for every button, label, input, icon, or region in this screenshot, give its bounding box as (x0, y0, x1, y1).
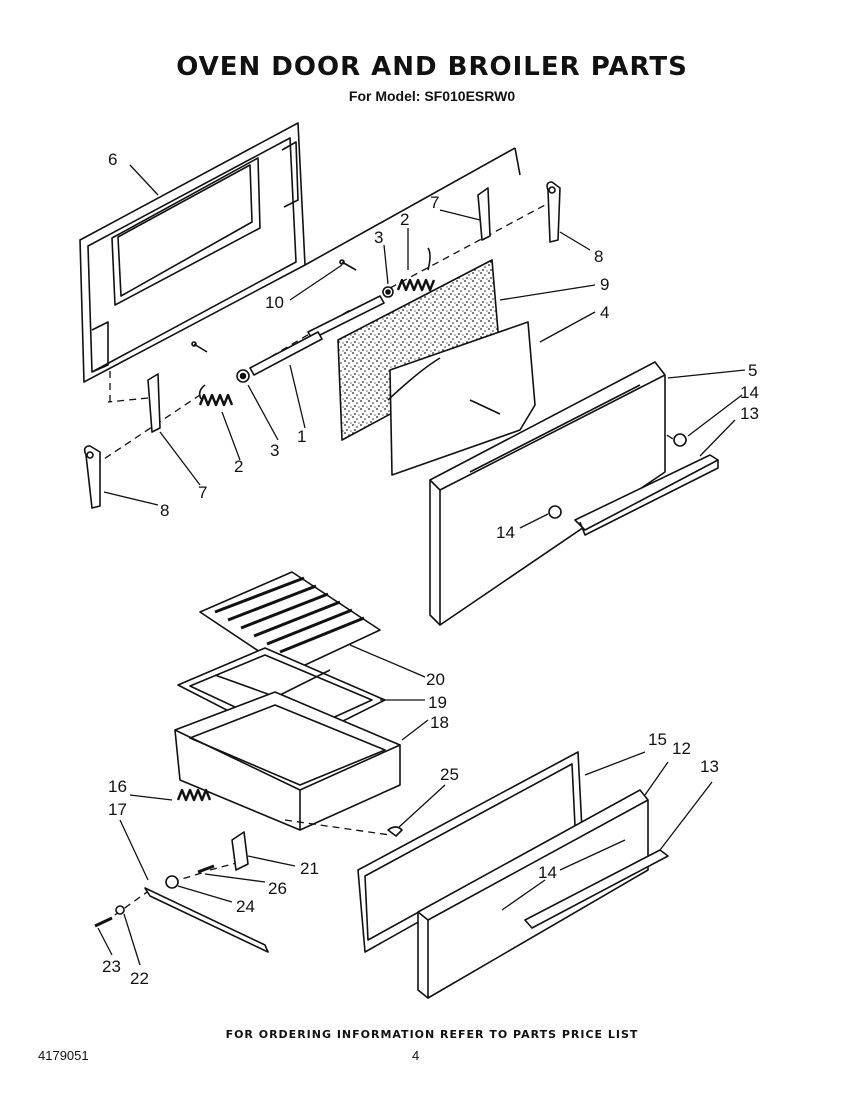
inner-door-frame-part (79, 122, 521, 383)
callout-20: 20 (426, 670, 445, 689)
callout-7: 7 (198, 483, 207, 502)
callout-6: 6 (108, 150, 117, 169)
hinge-rod-part (249, 295, 385, 376)
callout-10: 10 (265, 293, 284, 312)
callout-17: 17 (108, 800, 127, 819)
callout-18: 18 (430, 713, 449, 732)
callout-25: 25 (440, 765, 459, 784)
callout-26: 26 (268, 879, 287, 898)
callout-leaders (97, 164, 746, 966)
bushing-part (236, 286, 394, 383)
callout-7: 7 (430, 193, 439, 212)
hinge-spring-part (198, 247, 436, 407)
callout-labels: 6 7 2 3 8 10 9 4 5 14 13 1 3 2 7 8 14 20… (102, 150, 759, 988)
callout-14: 14 (538, 863, 557, 882)
hinge-pin-part (191, 259, 357, 353)
callout-2: 2 (400, 210, 409, 229)
outer-door-panel-part (429, 361, 666, 626)
door-handle-part (574, 454, 719, 536)
callout-12: 12 (672, 739, 691, 758)
page-title: OVEN DOOR AND BROILER PARTS (176, 52, 688, 82)
hinge-bracket-part (147, 187, 491, 433)
callout-19: 19 (428, 693, 447, 712)
drawer-rail-part (144, 887, 269, 953)
callout-14: 14 (740, 383, 759, 402)
callout-8: 8 (160, 501, 169, 520)
callout-1: 1 (297, 427, 306, 446)
callout-4: 4 (600, 303, 609, 322)
broiler-pan-part (174, 691, 401, 831)
callout-24: 24 (236, 897, 255, 916)
callout-5: 5 (748, 361, 757, 380)
callout-13: 13 (740, 404, 759, 423)
drawer-clip-part (387, 826, 403, 837)
hinge-receiver-part (83, 181, 561, 509)
callout-16: 16 (108, 777, 127, 796)
callout-13: 13 (700, 757, 719, 776)
drawer-bracket-part (231, 831, 249, 871)
model-subtitle: For Model: SF010ESRW0 (348, 88, 516, 104)
document-number: 4179051 (38, 1048, 89, 1063)
drawer-spring-part (176, 788, 212, 802)
broiler-grid-part (199, 571, 381, 673)
page-number: 4 (412, 1048, 420, 1063)
callout-3: 3 (270, 441, 279, 460)
callout-9: 9 (600, 275, 609, 294)
callout-3: 3 (374, 228, 383, 247)
callout-22: 22 (130, 969, 149, 988)
callout-21: 21 (300, 859, 319, 878)
screw-hardware-part (94, 864, 215, 928)
callout-15: 15 (648, 730, 667, 749)
callout-2: 2 (234, 457, 243, 476)
callout-14: 14 (496, 523, 515, 542)
drawer-handle-part (524, 849, 669, 929)
door-liner-panel-part (387, 321, 536, 476)
callout-23: 23 (102, 957, 121, 976)
drawer-front-panel-part (417, 789, 649, 999)
callout-8: 8 (594, 247, 603, 266)
ordering-footer-note: FOR ORDERING INFORMATION REFER TO PARTS … (225, 1028, 639, 1041)
